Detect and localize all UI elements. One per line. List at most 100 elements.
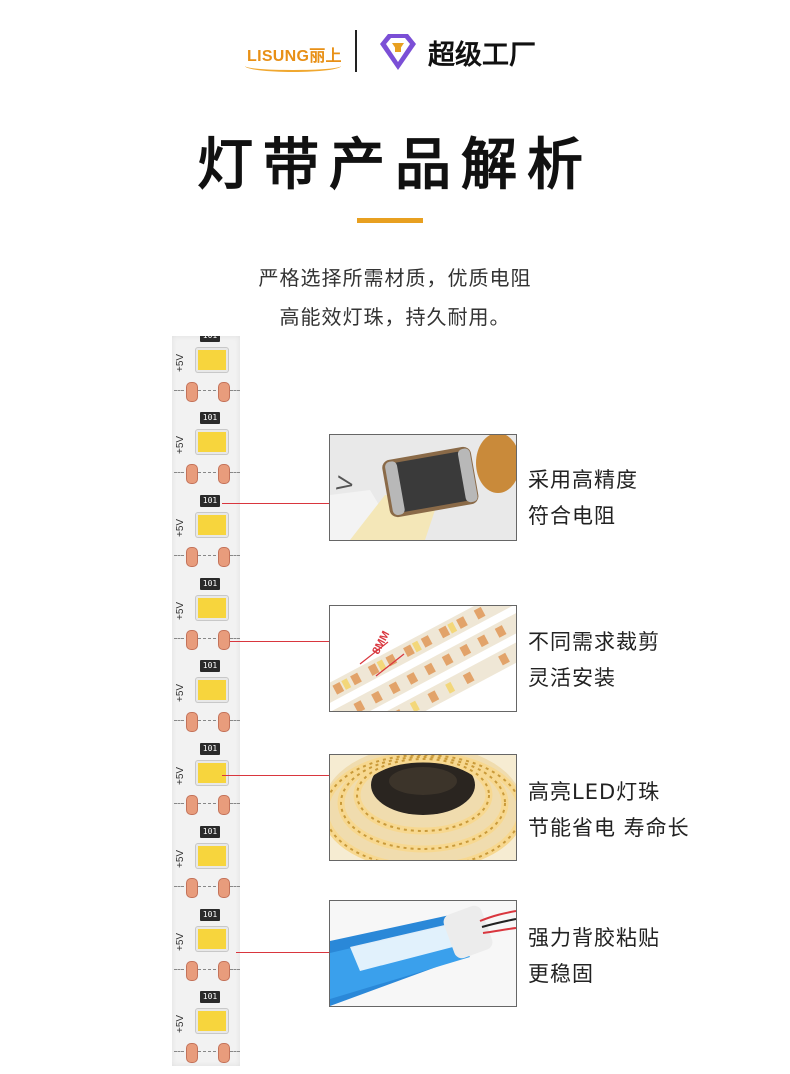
solder-pad [186,712,198,732]
resistor-label: 101 [200,826,220,838]
voltage-label: +5V [175,435,186,455]
led-chip [196,513,228,537]
cut-line [198,1051,216,1052]
voltage-label: +5V [175,353,186,373]
factory-brand-text: 超级工厂 [428,40,536,71]
solder-pad [218,630,230,650]
feature-led-line2: 节能省电 寿命长 [528,816,690,840]
led-unit: 101 +5V [172,656,240,738]
adhesive-backing-photo [329,900,517,1007]
led-unit: 101 +5V [172,408,240,490]
solder-pad [218,712,230,732]
feature-resistor-line1: 采用高精度 [528,468,638,492]
feature-adhesive: 强力背胶粘贴 更稳固 [528,920,660,992]
solder-pad [218,547,230,567]
resistor-label: 101 [200,909,220,921]
header-divider [355,30,357,72]
voltage-label: +5V [175,932,186,952]
feature-adhesive-line2: 更稳固 [528,962,594,986]
cut-line [198,472,216,473]
solder-pad [218,1043,230,1063]
resistor-label: 101 [200,412,220,424]
solder-pad [186,382,198,402]
cut-line [230,969,240,970]
feature-resistor: 采用高精度 符合电阻 [528,462,638,534]
solder-pad [218,795,230,815]
led-chip [196,1009,228,1033]
led-chip [196,348,228,372]
cut-line [198,720,216,721]
resistor-label: 101 [200,336,220,342]
cut-line [230,555,240,556]
cut-line [230,720,240,721]
cut-line [174,555,184,556]
cut-line [174,638,184,639]
solder-pad [186,630,198,650]
solder-pad [186,795,198,815]
cut-line [174,803,184,804]
led-strip-image: 101 +5V 101 +5V 101 +5V 101 +5V 101 +5V 101 +5V 101 +… [172,336,240,1066]
led-unit: 101 +5V [172,987,240,1066]
page-title: 灯带产品解析 [197,133,593,198]
led-chip [196,761,228,785]
lit-led-coil-photo [329,754,517,861]
leader-line-led [222,775,330,776]
led-unit: 101 +5V [172,491,240,573]
feature-led: 高亮LED灯珠 节能省电 寿命长 [528,774,690,846]
cut-line [174,720,184,721]
cut-line [198,555,216,556]
solder-pad [218,878,230,898]
solder-pad [218,464,230,484]
resistor-label: 101 [200,578,220,590]
resistor-macro-photo: V [329,434,517,541]
led-chip [196,596,228,620]
solder-pad [186,961,198,981]
led-unit: 101 +5V [172,905,240,987]
cut-line [230,1051,240,1052]
leader-line-adhesive [236,952,330,953]
solder-pad [218,961,230,981]
voltage-label: +5V [175,766,186,786]
led-unit: 101 +5V [172,822,240,904]
resistor-label: 101 [200,495,220,507]
led-chip [196,844,228,868]
cut-line [230,472,240,473]
resistor-label: 101 [200,991,220,1003]
subtitle-line-1: 严格选择所需材质，优质电阻 [258,266,532,290]
feature-cut-line1: 不同需求裁剪 [528,630,660,654]
leader-line-resistor [222,503,330,504]
cut-line [198,390,216,391]
resistor-label: 101 [200,660,220,672]
led-unit: 101 +5V [172,739,240,821]
cut-line [174,969,184,970]
cut-line [198,638,216,639]
led-unit: 101 +5V [172,336,240,408]
subtitle-line-2: 高能效灯珠，持久耐用。 [279,305,511,329]
feature-adhesive-line1: 强力背胶粘贴 [528,926,660,950]
lisung-logo: LISUNG丽上 [245,30,343,72]
solder-pad [186,1043,198,1063]
feature-resistor-line2: 符合电阻 [528,504,616,528]
feature-cut: 不同需求裁剪 灵活安装 [528,624,660,696]
resistor-label: 101 [200,743,220,755]
led-chip [196,678,228,702]
cut-line [174,1051,184,1052]
feature-cut-line2: 灵活安装 [528,666,616,690]
solder-pad [186,547,198,567]
voltage-label: +5V [175,1014,186,1034]
cut-line [198,969,216,970]
strip-width-photo: 8MM [329,605,517,712]
led-chip [196,927,228,951]
title-underline [357,218,423,223]
solder-pad [186,878,198,898]
cut-line [174,886,184,887]
diamond-logo-icon [380,34,416,70]
voltage-label: +5V [175,849,186,869]
solder-pad [186,464,198,484]
voltage-label: +5V [175,683,186,703]
leader-line-cut [230,641,330,642]
voltage-label: +5V [175,601,186,621]
cut-line [230,390,240,391]
lisung-swoosh-icon [245,60,341,72]
voltage-label: +5V [175,518,186,538]
